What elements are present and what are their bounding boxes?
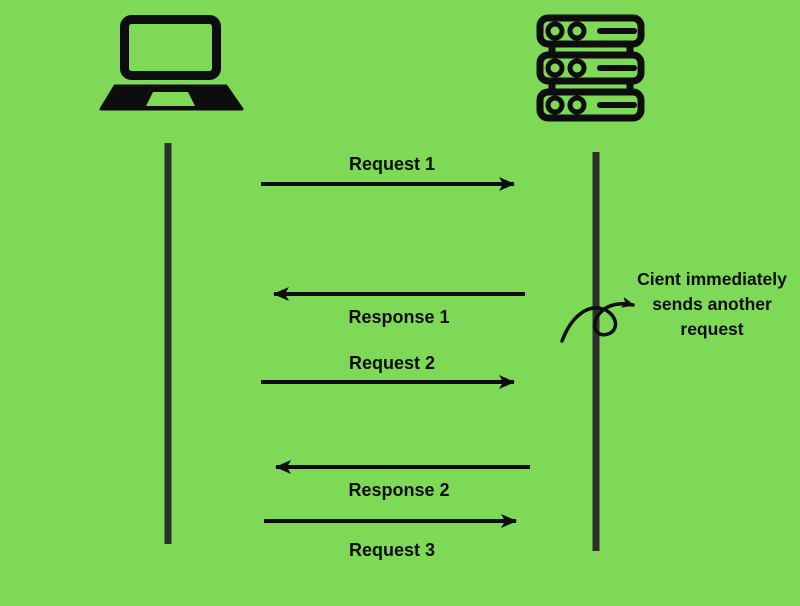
laptop-icon	[99, 15, 244, 111]
server-icon	[536, 14, 645, 122]
request-1-label: Request 1	[348, 154, 436, 174]
annotation-line-1: Cient immediately	[637, 269, 787, 289]
loop-arrow	[560, 297, 635, 343]
response-2-label: Response 2	[348, 480, 450, 500]
annotation-text: Cient immediately sends another request	[637, 267, 787, 342]
response-1-label: Response 1	[348, 307, 450, 327]
annotation-line-2: sends another	[652, 294, 772, 314]
annotation-line-3: request	[680, 319, 744, 339]
request-3-label: Request 3	[348, 540, 436, 560]
request-2-label: Request 2	[348, 353, 436, 373]
